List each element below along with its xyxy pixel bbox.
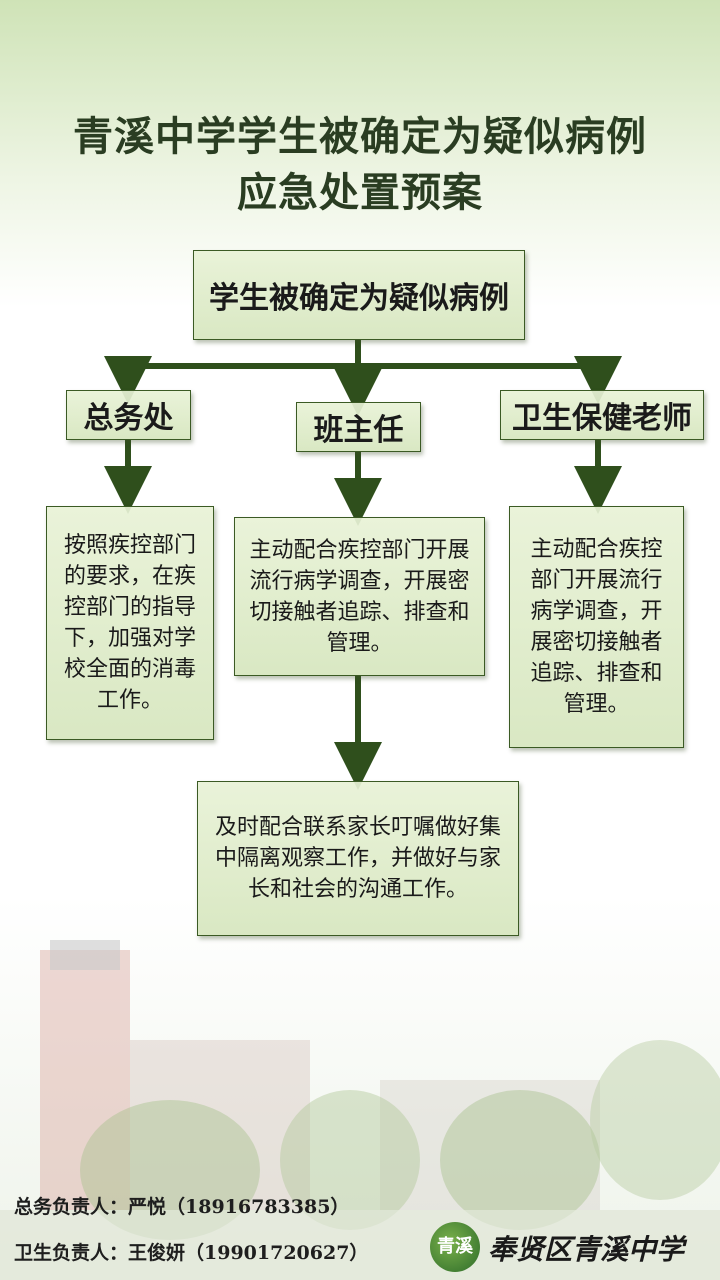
followup-box-banzhuren: 及时配合联系家长叮嘱做好集中隔离观察工作，并做好与家长和社会的沟通工作。 xyxy=(197,781,519,936)
action-box-weisheng: 主动配合疾控部门开展流行病学调查，开展密切接触者追踪、排查和管理。 xyxy=(509,506,684,748)
branch-label: 卫生保健老师 xyxy=(512,393,692,437)
contact-zongwu: 总务负责人：严悦（18916783385） xyxy=(14,1192,349,1219)
branch-box-banzhuren: 班主任 xyxy=(296,402,421,452)
action-text: 主动配合疾控部门开展流行病学调查，开展密切接触者追踪、排查和管理。 xyxy=(243,535,476,659)
branch-label: 总务处 xyxy=(84,393,174,437)
followup-text: 及时配合联系家长叮嘱做好集中隔离观察工作，并做好与家长和社会的沟通工作。 xyxy=(212,812,504,905)
root-label: 学生被确定为疑似病例 xyxy=(209,273,509,317)
school-name: 奉贤区青溪中学 xyxy=(488,1228,684,1268)
school-logo: 青溪 xyxy=(430,1222,480,1272)
contact-weisheng: 卫生负责人：王俊妍（19901720627） xyxy=(14,1238,368,1265)
root-box: 学生被确定为疑似病例 xyxy=(193,250,525,340)
action-text: 主动配合疾控部门开展流行病学调查，开展密切接触者追踪、排查和管理。 xyxy=(526,534,667,720)
branch-box-zongwuchu: 总务处 xyxy=(66,390,191,440)
action-box-banzhuren: 主动配合疾控部门开展流行病学调查，开展密切接触者追踪、排查和管理。 xyxy=(234,517,485,676)
action-text: 按照疾控部门的要求，在疾控部门的指导下，加强对学校全面的消毒工作。 xyxy=(61,530,199,716)
branch-label: 班主任 xyxy=(314,405,404,449)
branch-box-weisheng: 卫生保健老师 xyxy=(500,390,704,440)
school-logo-text: 青溪 xyxy=(437,1238,473,1256)
action-box-zongwuchu: 按照疾控部门的要求，在疾控部门的指导下，加强对学校全面的消毒工作。 xyxy=(46,506,214,740)
